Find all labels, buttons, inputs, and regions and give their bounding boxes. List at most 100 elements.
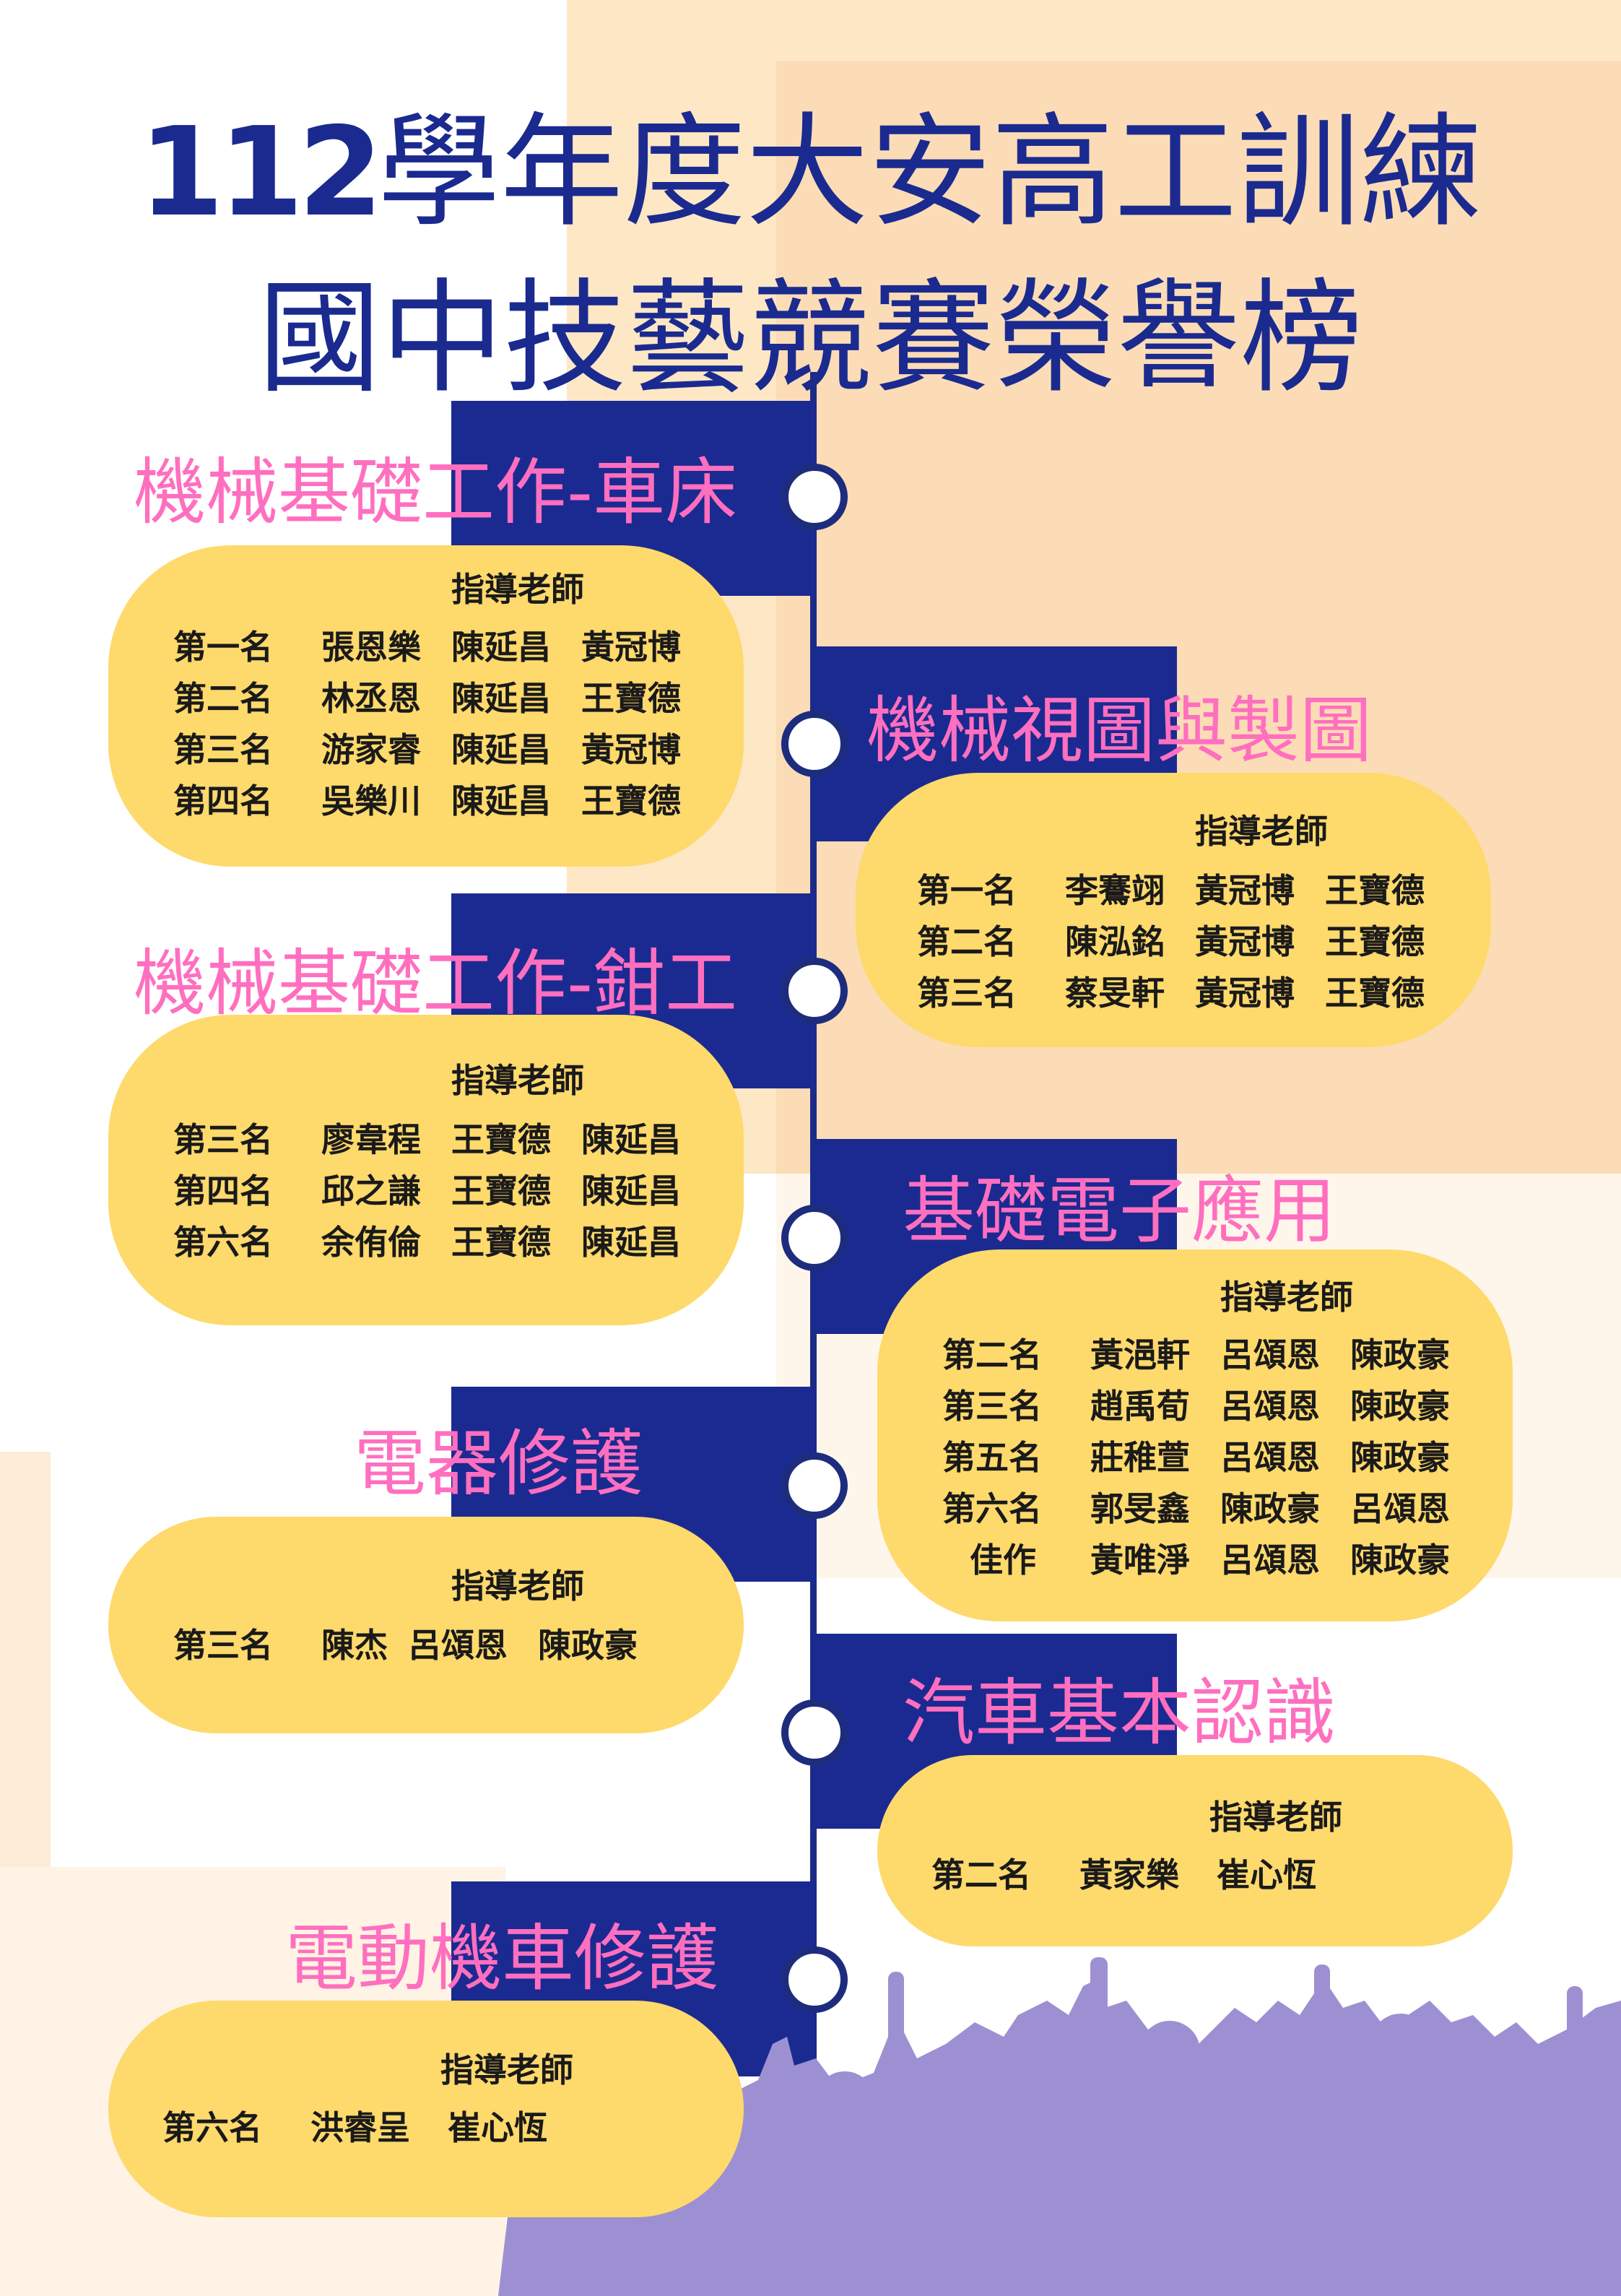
category-title-e-scooter: 電動機車修護	[285, 1916, 718, 2001]
teacher-name: 黃冠博	[1195, 974, 1295, 1013]
teacher-name: 王寶德	[581, 679, 681, 718]
advisor-header: 指導老師	[440, 2050, 573, 2089]
rank: 第一名	[173, 628, 273, 667]
teacher-name: 陳延昌	[451, 679, 551, 718]
rank: 第三名	[917, 974, 1017, 1013]
student-name: 吳樂川	[321, 781, 421, 820]
rank: 第三名	[173, 1120, 273, 1159]
student-name: 林丞恩	[321, 679, 421, 718]
page-title-line1: 112學年度大安高工訓練	[0, 72, 1621, 250]
teacher-name: 黃冠博	[1195, 871, 1295, 910]
teacher-name: 王寶德	[581, 781, 681, 820]
teacher-name: 陳政豪	[1350, 1387, 1450, 1426]
advisor-header: 指導老師	[1220, 1278, 1353, 1317]
student-name: 蔡旻軒	[1065, 974, 1165, 1013]
rank: 第六名	[162, 2108, 262, 2147]
timeline-node-appliance	[781, 1452, 848, 1519]
teacher-name: 陳延昌	[451, 730, 551, 769]
advisor-header: 指導老師	[1195, 812, 1328, 851]
teacher-name: 王寶德	[1325, 922, 1425, 961]
student-name: 黃家樂	[1079, 1855, 1179, 1894]
result-card-electronics: 指導老師 第二名 黃浥軒 呂頌恩 陳政豪 第三名 趙禹荀 呂頌恩 陳政豪 第五名…	[877, 1249, 1513, 1621]
timeline-node-electronics	[781, 1205, 848, 1271]
teacher-name: 呂頌恩	[408, 1626, 508, 1665]
advisor-header: 指導老師	[451, 1061, 584, 1100]
teacher-name: 陳政豪	[1350, 1335, 1450, 1374]
result-card-automotive: 指導老師 第二名 黃家樂 崔心恆	[877, 1755, 1513, 1946]
celebrating-crowd-silhouette	[498, 1957, 1621, 2296]
teacher-name: 陳延昌	[581, 1120, 681, 1159]
advisor-header: 指導老師	[1209, 1798, 1342, 1837]
title-text-line1: 學年度大安高工訓練	[377, 101, 1482, 244]
teacher-name: 崔心恆	[1217, 1855, 1316, 1894]
timeline-node-e-scooter	[781, 1946, 848, 2013]
result-card-appliance: 指導老師 第三名 陳杰 呂頌恩 陳政豪	[108, 1517, 744, 1733]
teacher-name: 陳政豪	[1350, 1541, 1450, 1580]
student-name: 洪睿呈	[310, 2108, 410, 2147]
student-name: 游家睿	[321, 730, 421, 769]
student-name: 黃唯淨	[1090, 1541, 1190, 1580]
rank: 第二名	[917, 922, 1017, 961]
teacher-name: 陳延昌	[451, 628, 551, 667]
rank: 第三名	[942, 1387, 1042, 1426]
teacher-name: 王寶德	[1325, 871, 1425, 910]
advisor-header: 指導老師	[451, 1567, 584, 1606]
teacher-name: 陳政豪	[1350, 1438, 1450, 1477]
rank: 第三名	[173, 1626, 273, 1665]
rank: 第二名	[173, 679, 273, 718]
category-title-electronics: 基礎電子應用	[903, 1169, 1336, 1253]
teacher-name: 黃冠博	[581, 628, 681, 667]
teacher-name: 陳延昌	[451, 781, 551, 820]
teacher-name: 呂頌恩	[1220, 1541, 1320, 1580]
title-number: 112	[139, 101, 383, 244]
teacher-name: 王寶德	[451, 1120, 551, 1159]
rank: 第六名	[173, 1223, 273, 1262]
result-card-fitting: 指導老師 第三名 廖韋程 王寶德 陳延昌 第四名 邱之謙 王寶德 陳延昌 第六名…	[108, 1015, 744, 1325]
teacher-name: 呂頌恩	[1220, 1335, 1320, 1374]
student-name: 趙禹荀	[1090, 1387, 1190, 1426]
rank: 第四名	[173, 781, 273, 820]
teacher-name: 黃冠博	[1195, 922, 1295, 961]
teacher-name: 呂頌恩	[1350, 1489, 1450, 1528]
teacher-name: 陳政豪	[1220, 1489, 1320, 1528]
rank: 佳作	[970, 1541, 1036, 1580]
teacher-name: 呂頌恩	[1220, 1438, 1320, 1477]
student-name: 陳杰	[321, 1626, 388, 1665]
teacher-name: 黃冠博	[581, 730, 681, 769]
result-card-drafting: 指導老師 第一名 李鶱翊 黃冠博 王寶德 第二名 陳泓銘 黃冠博 王寶德 第三名…	[856, 773, 1491, 1047]
timeline-node-automotive	[781, 1699, 848, 1766]
rank: 第四名	[173, 1171, 273, 1210]
student-name: 邱之謙	[321, 1171, 421, 1210]
student-name: 黃浥軒	[1090, 1335, 1190, 1374]
result-card-lathe: 指導老師 第一名 張恩樂 陳延昌 黃冠博 第二名 林丞恩 陳延昌 王寶德 第三名…	[108, 545, 744, 867]
teacher-name: 王寶德	[451, 1171, 551, 1210]
category-title-appliance: 電器修護	[354, 1421, 643, 1506]
student-name: 陳泓銘	[1065, 922, 1165, 961]
student-name: 郭旻鑫	[1090, 1489, 1190, 1528]
student-name: 廖韋程	[321, 1120, 421, 1159]
teacher-name: 陳延昌	[581, 1223, 681, 1262]
category-title-lathe: 機械基礎工作-車床	[134, 450, 738, 534]
teacher-name: 陳政豪	[538, 1626, 638, 1665]
category-title-drafting: 機械視圖與製圖	[866, 688, 1372, 773]
rank: 第一名	[917, 871, 1017, 910]
rank: 第二名	[931, 1855, 1031, 1894]
student-name: 李鶱翊	[1065, 871, 1165, 910]
timeline-node-drafting	[781, 711, 848, 777]
category-title-fitting: 機械基礎工作-鉗工	[134, 941, 738, 1026]
student-name: 莊稚萱	[1090, 1438, 1190, 1477]
student-name: 張恩樂	[321, 628, 421, 667]
rank: 第二名	[942, 1335, 1042, 1374]
teacher-name: 呂頌恩	[1220, 1387, 1320, 1426]
result-card-e-scooter: 指導老師 第六名 洪睿呈 崔心恆	[108, 2001, 744, 2217]
timeline-node-fitting	[781, 958, 848, 1024]
teacher-name: 崔心恆	[448, 2108, 547, 2147]
timeline-node-lathe	[781, 464, 848, 530]
rank: 第六名	[942, 1489, 1042, 1528]
teacher-name: 陳延昌	[581, 1171, 681, 1210]
teacher-name: 王寶德	[1325, 974, 1425, 1013]
student-name: 余侑倫	[321, 1223, 421, 1262]
advisor-header: 指導老師	[451, 570, 584, 609]
category-title-automotive: 汽車基本認識	[903, 1671, 1336, 1755]
rank: 第五名	[942, 1438, 1042, 1477]
